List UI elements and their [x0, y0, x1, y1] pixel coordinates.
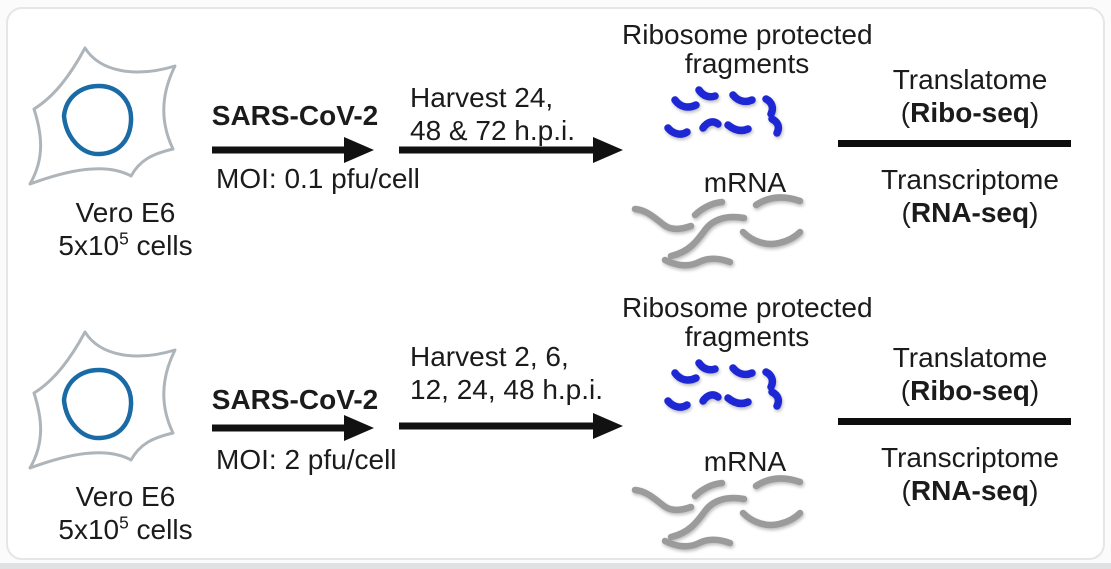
- vero-cell-icon: [28, 46, 177, 186]
- infection-arrow-icon: [212, 137, 374, 163]
- nucleus-icon: [61, 367, 134, 441]
- harvest-arrow-icon: [399, 137, 623, 163]
- cell-membrane-outline: [28, 46, 177, 186]
- cell-line-name: Vero E6: [75, 481, 176, 512]
- translatome-label: Translatome: [892, 64, 1048, 95]
- nucleus-icon: [61, 83, 134, 157]
- rpf-fragments-icon: [664, 359, 783, 411]
- translatome-label: Translatome: [892, 342, 1048, 373]
- harvest-time-label: Harvest 2, 6, 12, 24, 48 h.p.i.: [410, 341, 604, 405]
- experiment-row-1: Vero E6 5x105 cells SARS-CoV-2 MOI: 0.1 …: [0, 0, 1111, 284]
- translatome-output: Translatome (Ribo-seq): [855, 341, 1085, 407]
- moi-label: MOI: 2 pfu/cell: [216, 444, 397, 475]
- rna-seq-label: (RNA-seq): [901, 475, 1039, 506]
- ribo-seq-label: (Ribo-seq): [900, 97, 1040, 128]
- cell-count-label: Vero E6 5x105 cells: [28, 196, 223, 262]
- cell-membrane-outline: [28, 330, 177, 470]
- seq-divider-line: [838, 418, 1071, 425]
- transcriptome-output: Transcriptome (RNA-seq): [855, 163, 1085, 229]
- transcriptome-output: Transcriptome (RNA-seq): [855, 441, 1085, 507]
- harvest-time-label: Harvest 24, 48 & 72 h.p.i.: [410, 82, 576, 146]
- cell-count: 5x105 cells: [58, 512, 193, 545]
- cell-line-name: Vero E6: [75, 197, 176, 228]
- virus-name-label: SARS-CoV-2: [211, 384, 379, 415]
- cell-count: 5x105 cells: [58, 228, 193, 261]
- mrna-label: mRNA: [703, 167, 787, 198]
- mrna-strands-icon: [631, 475, 804, 550]
- bottom-edge-strip: [0, 563, 1111, 569]
- mrna-label: mRNA: [703, 446, 787, 477]
- ribo-seq-label: (Ribo-seq): [900, 375, 1040, 406]
- seq-divider-line: [838, 140, 1071, 147]
- experiment-row-2: Vero E6 5x105 cells SARS-CoV-2 MOI: 2 pf…: [0, 284, 1111, 569]
- rna-seq-label: (RNA-seq): [901, 197, 1039, 228]
- virus-name-label: SARS-CoV-2: [211, 100, 379, 131]
- vero-cell-icon: [28, 330, 177, 470]
- transcriptome-label: Transcriptome: [881, 442, 1059, 473]
- infection-arrow-icon: [212, 415, 374, 441]
- harvest-arrow-icon: [399, 413, 623, 439]
- cell-count-label: Vero E6 5x105 cells: [28, 480, 223, 546]
- translatome-output: Translatome (Ribo-seq): [855, 63, 1085, 129]
- figure-card: [6, 7, 1105, 560]
- transcriptome-label: Transcriptome: [881, 164, 1059, 195]
- mrna-strands-icon: [631, 194, 804, 269]
- rpf-title: Ribosome protected fragments: [622, 19, 873, 79]
- rpf-fragments-icon: [664, 86, 783, 138]
- rpf-title: Ribosome protected fragments: [622, 292, 873, 352]
- moi-label: MOI: 0.1 pfu/cell: [216, 163, 420, 194]
